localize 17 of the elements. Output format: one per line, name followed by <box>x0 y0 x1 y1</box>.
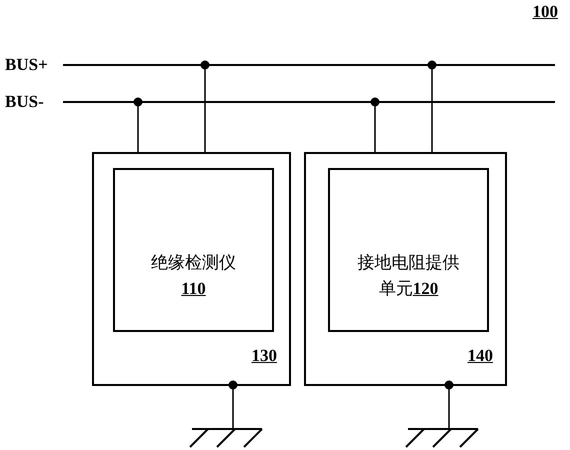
bus-label: BUS+ <box>5 55 48 75</box>
figure-number: 100 <box>532 2 558 22</box>
wire <box>134 98 142 152</box>
module-box <box>328 168 489 332</box>
bus-label: BUS- <box>5 92 44 112</box>
reference-number: 130 <box>252 346 277 366</box>
reference-number: 140 <box>468 346 493 366</box>
wire <box>444 380 454 428</box>
wire <box>370 98 380 152</box>
module-label: 绝缘检测仪110 <box>150 252 237 300</box>
wire <box>428 60 436 152</box>
wire <box>200 60 210 152</box>
unit-box <box>304 152 507 386</box>
wire <box>228 380 238 428</box>
module-box <box>113 168 274 332</box>
module-label: 接地电阻提供单元120 <box>356 252 460 300</box>
unit-box <box>92 152 291 386</box>
